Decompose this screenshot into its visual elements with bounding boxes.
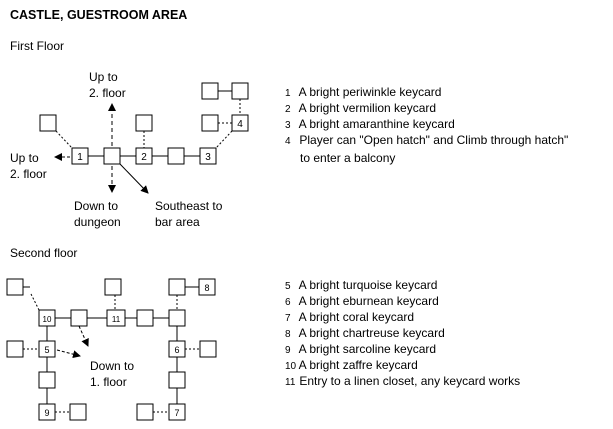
- room: [168, 278, 186, 296]
- legend-number: 2: [285, 104, 291, 115]
- exit-label-down: dungeon: [74, 215, 121, 229]
- room: [167, 147, 185, 165]
- room: [168, 371, 186, 389]
- exit-label-up-west: 2. floor: [10, 167, 47, 181]
- legend-item: 7 A bright coral keycard: [285, 309, 520, 325]
- legend-number: 6: [285, 297, 291, 308]
- legend-item: 2 A bright vermilion keycard: [285, 100, 568, 116]
- exit-label-up-north: Up to: [89, 70, 118, 84]
- room: [136, 403, 154, 421]
- legend-text: Player can "Open hatch" and Climb throug…: [299, 133, 569, 147]
- first-floor-map: [39, 82, 249, 194]
- room: [104, 278, 122, 296]
- legend-item: 4 Player can "Open hatch" and Climb thro…: [285, 132, 569, 165]
- legend-number: 11: [285, 377, 296, 388]
- room-number: 11: [112, 315, 121, 324]
- room: [38, 371, 56, 389]
- room-number: 7: [174, 408, 179, 418]
- legend-item: 5 A bright turquoise keycard: [285, 277, 520, 293]
- page-title: CASTLE, GUESTROOM AREA: [10, 8, 188, 22]
- room-7: [168, 403, 186, 421]
- legend-text: A bright coral keycard: [298, 310, 415, 324]
- exit-label-southeast: Southeast to: [155, 199, 223, 213]
- room-number: 10: [43, 315, 52, 324]
- exit-label-up-west: Up to: [10, 151, 39, 165]
- legend-item: 10 A bright zaffre keycard: [285, 357, 520, 373]
- dotted-connector: [30, 293, 40, 311]
- exit-label-down: Down to: [90, 359, 134, 373]
- legend-number: 9: [285, 345, 291, 356]
- legend-number: 1: [285, 88, 291, 99]
- second-floor-heading: Second floor: [10, 246, 78, 260]
- room: [6, 340, 24, 358]
- legend-text: A bright amaranthine keycard: [298, 117, 455, 131]
- legend-text: A bright zaffre keycard: [298, 358, 418, 372]
- legend-item: 11 Entry to a linen closet, any keycard …: [285, 373, 520, 389]
- legend-number: 5: [285, 281, 291, 292]
- room-4: [231, 114, 249, 132]
- exit-arrow-down: [56, 349, 81, 359]
- room-9: [38, 403, 56, 421]
- room: [39, 114, 57, 132]
- legend-item: 9 A bright sarcoline keycard: [285, 341, 520, 357]
- exit-label-down: 1. floor: [90, 375, 127, 389]
- first-floor-legend: 1 A bright periwinkle keycard 2 A bright…: [285, 84, 569, 165]
- room-11: [106, 309, 126, 327]
- room: [135, 114, 153, 132]
- room-number: 1: [77, 152, 83, 163]
- legend-number: 7: [285, 313, 291, 324]
- legend-text: A bright turquoise keycard: [298, 278, 438, 292]
- legend-text: Entry to a linen closet, any keycard wor…: [299, 374, 521, 388]
- legend-text-continued: to enter a balcony: [300, 151, 396, 165]
- legend-number: 10: [285, 361, 297, 372]
- legend-item: 3 A bright amaranthine keycard: [285, 116, 568, 132]
- room-number: 3: [205, 152, 211, 163]
- legend-item: 6 A bright eburnean keycard: [285, 293, 520, 309]
- room-1: [71, 147, 89, 165]
- legend-text: A bright chartreuse keycard: [298, 326, 445, 340]
- room: [70, 309, 88, 327]
- room: [201, 82, 219, 100]
- room: [201, 114, 219, 132]
- legend-number: 4: [285, 136, 291, 147]
- dotted-connector: [215, 130, 233, 149]
- room-number: 5: [44, 345, 49, 355]
- legend-item: 8 A bright chartreuse keycard: [285, 325, 520, 341]
- dotted-connector: [55, 130, 73, 149]
- room: [103, 147, 121, 165]
- room: [231, 82, 249, 100]
- room-number: 8: [204, 283, 209, 293]
- room: [168, 309, 186, 327]
- exit-label-southeast: bar area: [155, 215, 200, 229]
- second-floor-map: [6, 278, 217, 421]
- room-2: [135, 147, 153, 165]
- room-number: 9: [44, 408, 49, 418]
- legend-item: 1 A bright periwinkle keycard: [285, 84, 568, 100]
- room: [69, 403, 87, 421]
- room-6: [168, 340, 186, 358]
- exit-arrow-southeast: [119, 163, 149, 194]
- room-5: [38, 340, 56, 358]
- room-3: [199, 147, 217, 165]
- exit-label-up-north: 2. floor: [89, 86, 126, 100]
- room-number: 6: [174, 345, 179, 355]
- legend-text: A bright eburnean keycard: [298, 294, 439, 308]
- second-floor-legend: 5 A bright turquoise keycard 6 A bright …: [285, 277, 520, 389]
- room: [136, 309, 154, 327]
- exit-label-down: Down to: [74, 199, 118, 213]
- room-8: [198, 278, 216, 296]
- first-floor-heading: First Floor: [10, 39, 64, 53]
- room: [6, 278, 24, 296]
- room-number: 2: [141, 152, 147, 163]
- legend-text: A bright sarcoline keycard: [298, 342, 437, 356]
- legend-number: 8: [285, 329, 291, 340]
- legend-text: A bright vermilion keycard: [298, 101, 437, 115]
- legend-text: A bright periwinkle keycard: [298, 85, 442, 99]
- legend-number: 3: [285, 120, 291, 131]
- room-number: 4: [237, 119, 243, 130]
- exit-arrow-down: [78, 325, 89, 347]
- room: [199, 340, 217, 358]
- room-10: [38, 309, 56, 327]
